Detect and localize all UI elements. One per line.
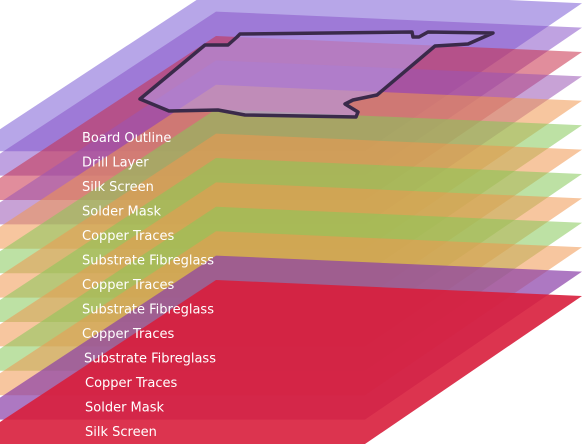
layer-label-6: Substrate Fibreglass (82, 254, 214, 269)
layer-plane-13 (0, 280, 582, 444)
board-outline-shape-group (138, 30, 495, 119)
layer-label-10: Substrate Fibreglass (84, 352, 216, 367)
layer-label-4: Solder Mask (82, 205, 162, 220)
layer-label-3: Silk Screen (82, 180, 154, 195)
layer-label-13: Silk Screen (85, 425, 157, 440)
layer-label-2: Drill Layer (82, 156, 149, 171)
layer-label-7: Copper Traces (82, 278, 174, 293)
board-outline-shape (138, 30, 495, 119)
layer-label-12: Solder Mask (85, 401, 165, 416)
layer-label-11: Copper Traces (85, 376, 177, 391)
layer-label-9: Copper Traces (82, 327, 174, 342)
layer-label-8: Substrate Fibreglass (82, 303, 214, 318)
layer-label-1: Board Outline (82, 131, 171, 146)
layer-label-5: Copper Traces (82, 229, 174, 244)
